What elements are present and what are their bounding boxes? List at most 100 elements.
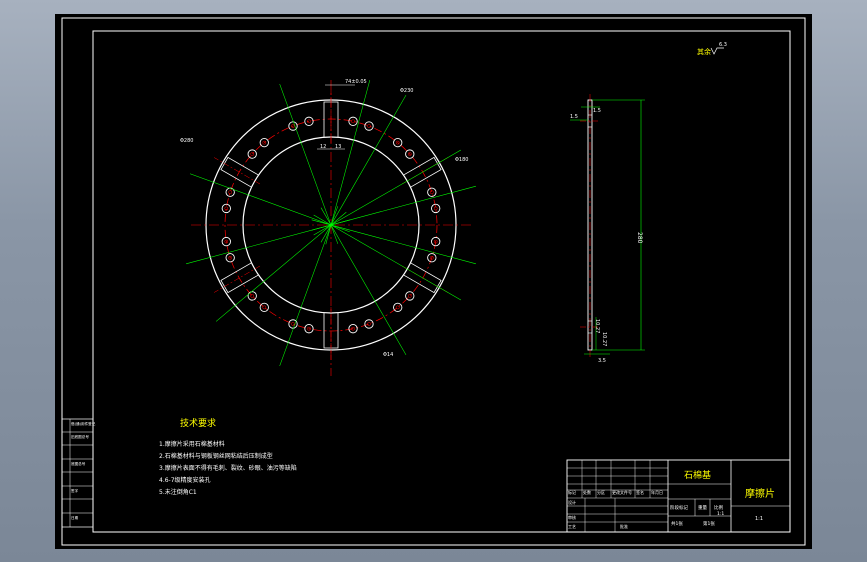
tb-header-5: 签名 — [636, 489, 644, 495]
dim-side-top-tick: 1.5 — [570, 114, 578, 120]
outer-frame — [61, 17, 806, 546]
dimension-leader — [313, 214, 462, 301]
bolt-hole-center — [367, 124, 371, 128]
tech-req-line-5: 5.未注倒角C1 — [159, 488, 197, 496]
bolt-hole-center — [262, 305, 267, 310]
tb-sheet: 第1张 — [703, 520, 715, 527]
tb-header-1: 标记 — [568, 489, 576, 495]
bolt-hole — [259, 137, 269, 148]
bolt-hole-center — [407, 152, 412, 156]
title-block: 石棉基 摩擦片 阶段标记 重量 比例 1:1 共1张 第1张 1:1 标记 处数… — [566, 459, 791, 533]
tb-weight-label: 重量 — [698, 504, 707, 511]
dim-side-bottom-b: 10.27 — [601, 332, 607, 346]
dimension-leader — [189, 173, 350, 233]
dim-side-bottom-w: 3.5 — [598, 358, 606, 364]
tb-row-3: 工艺 — [568, 524, 576, 529]
bolt-hole-center — [395, 305, 400, 310]
bolt-hole-center — [262, 140, 267, 145]
dimension-leader — [186, 219, 351, 265]
bolt-hole-center — [429, 255, 434, 260]
tb-header-6: 年月日 — [651, 489, 663, 495]
bolt-hole — [364, 121, 374, 131]
bolt-hole — [427, 187, 437, 197]
dim-side-top-w: 1.5 — [593, 108, 601, 114]
tb-total: 共1张 — [671, 520, 683, 527]
bolt-hole — [405, 291, 415, 301]
tb-row-4: 批准 — [620, 523, 628, 529]
bolt-hole-center — [291, 124, 295, 128]
dim-slot-top: 74±0.05 — [345, 79, 367, 85]
bolt-hole-center — [250, 152, 255, 156]
bolt-hole — [304, 116, 314, 126]
inner-frame — [92, 30, 791, 533]
dimension-leader — [320, 94, 407, 243]
bolt-hole — [259, 302, 269, 313]
bolt-hole — [221, 236, 231, 247]
bolt-hole — [304, 324, 314, 334]
engineering-drawing: 其余 6.3 74±0.05 Φ230 Φ280 Φ180 Φ14 12 13 … — [55, 14, 812, 549]
dim-hole-pcd-top: Φ230 — [400, 88, 413, 94]
bolt-hole-center — [228, 190, 233, 195]
bolt-hole-center — [351, 326, 355, 331]
bolt-hole — [247, 149, 257, 159]
left-strip: 借(通)用件登记 旧底图总号 底图总号 签字 日期 — [61, 418, 96, 528]
bolt-hole-center — [433, 206, 438, 211]
tb-material: 石棉基 — [684, 469, 711, 481]
tb-header-3: 分区 — [597, 489, 605, 495]
tb-header-2: 处数 — [583, 489, 591, 495]
slot-center-line — [213, 265, 261, 293]
tb-scale-label: 比例 — [714, 504, 723, 511]
left-strip-cell-5: 日期 — [71, 515, 79, 520]
bolt-hole — [348, 324, 358, 334]
left-strip-cell-3: 底图总号 — [71, 461, 86, 466]
dim-side-bottom-a: 10.27 — [594, 319, 600, 333]
dim-inner-dia: Φ180 — [455, 157, 468, 163]
bolt-hole — [221, 203, 231, 214]
tb-scale: 1:1 — [717, 511, 724, 517]
bolt-hole — [348, 116, 358, 126]
tb-part-name: 摩擦片 — [745, 487, 775, 500]
tb-row-2: 审核 — [568, 514, 576, 520]
bolt-hole-center — [228, 255, 233, 260]
title-block-frame — [566, 459, 791, 533]
bolt-hole — [405, 149, 415, 159]
dim-outer-dia: Φ280 — [180, 138, 193, 144]
tb-stage-label: 阶段标记 — [670, 504, 688, 511]
left-strip-cell-2: 旧底图总号 — [71, 434, 89, 439]
front-view — [186, 80, 476, 376]
dimension-leader — [279, 206, 339, 367]
tech-req-line-3: 3.摩擦片表面不得有毛刺、裂纹、砂眼、油污等缺陷 — [159, 464, 297, 472]
bolt-hole — [225, 253, 235, 263]
tech-req-line-1: 1.摩擦片采用石棉基材料 — [159, 440, 225, 448]
roughness-label: 其余 — [697, 47, 711, 56]
dimension-leader — [320, 207, 407, 356]
tb-scale-right: 1:1 — [755, 516, 763, 522]
dimension-leader — [311, 219, 476, 265]
bolt-hole-center — [351, 119, 355, 124]
dim-bottom-hole: Φ14 — [383, 352, 393, 358]
dim-slot-w-left: 12 — [320, 144, 326, 150]
bolt-hole — [393, 137, 403, 148]
dim-slot-w-right: 13 — [335, 144, 341, 150]
bolt-hole-center — [224, 239, 229, 244]
dimension-leader — [215, 211, 347, 322]
dimension-leader — [325, 80, 371, 245]
dimension-leader — [279, 83, 339, 244]
bolt-hole-center — [307, 326, 311, 331]
bolt-hole — [431, 203, 441, 214]
bolt-hole — [431, 236, 441, 247]
dim-side-height: 280 — [636, 232, 643, 244]
bolt-hole-center — [307, 119, 311, 124]
bolt-hole — [288, 121, 298, 131]
slot-center-line — [213, 157, 261, 185]
cad-viewport[interactable]: 其余 6.3 74±0.05 Φ230 Φ280 Φ180 Φ14 12 13 … — [55, 14, 812, 549]
left-strip-frame — [61, 418, 94, 528]
bolt-hole-center — [367, 322, 371, 326]
bolt-hole-center — [395, 140, 400, 145]
roughness-symbol — [710, 47, 724, 55]
tech-req-title: 技术要求 — [180, 417, 216, 429]
bolt-hole-center — [250, 294, 255, 298]
bolt-hole — [364, 319, 374, 329]
roughness-value: 6.3 — [719, 42, 727, 48]
dimension-leader — [313, 149, 462, 236]
